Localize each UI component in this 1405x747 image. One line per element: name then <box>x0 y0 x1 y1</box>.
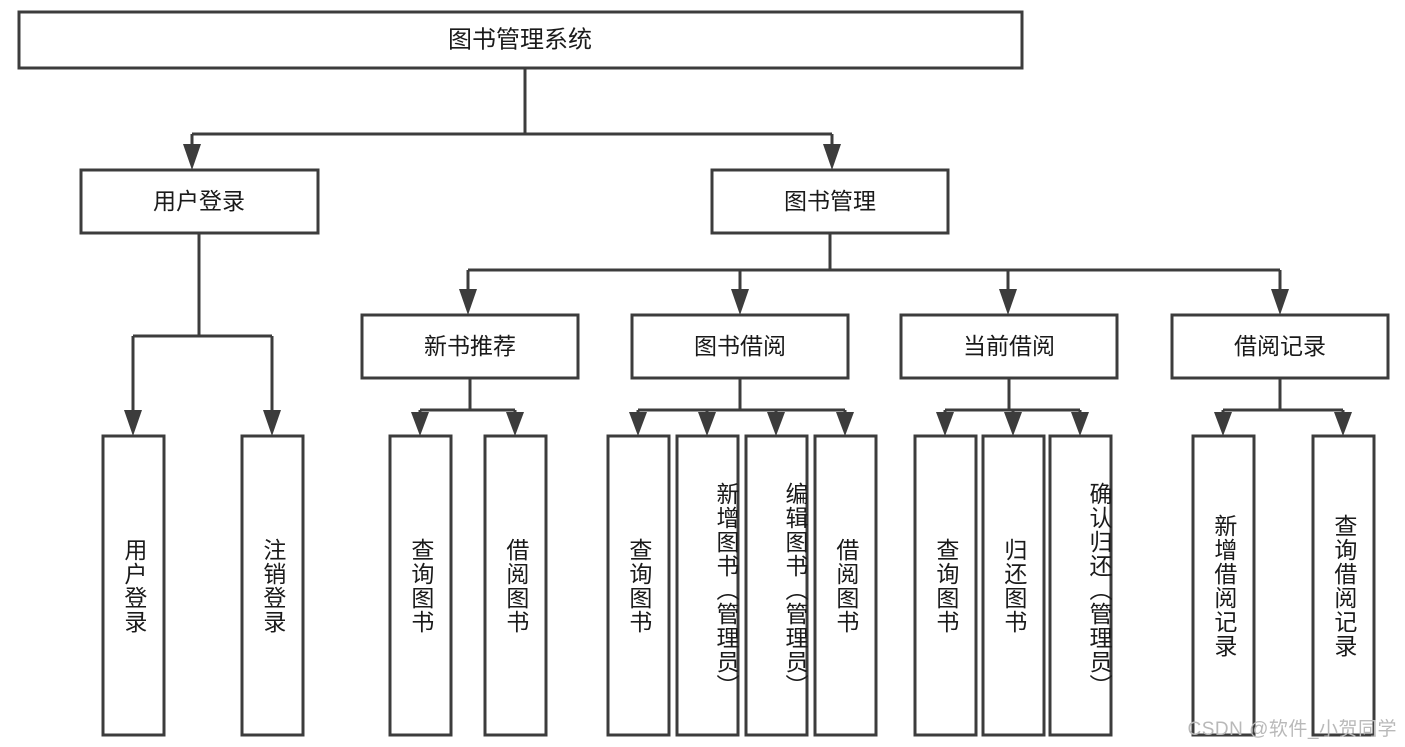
node-new-book-recommend[interactable]: 新书推荐 <box>360 313 580 380</box>
node-new-book-recommend-label: 新书推荐 <box>424 333 516 359</box>
connector-bookborrow-to-leaves <box>629 378 854 436</box>
leaf-bookborrow-query[interactable] <box>606 434 671 737</box>
node-borrow-record-label: 借阅记录 <box>1234 333 1326 359</box>
leaf-user-login-login[interactable] <box>101 434 166 737</box>
leaf-newbook-borrow[interactable] <box>483 434 548 737</box>
node-current-borrow-label: 当前借阅 <box>963 333 1055 359</box>
leaf-newbook-query[interactable] <box>388 434 453 737</box>
leaf-currentborrow-confirm[interactable] <box>1048 434 1113 737</box>
watermark: CSDN @软件_小贺同学 <box>1187 719 1397 740</box>
node-borrow-record[interactable]: 借阅记录 <box>1170 313 1390 380</box>
leaf-bookborrow-edit[interactable] <box>744 434 809 737</box>
node-book-management-label: 图书管理 <box>784 188 876 214</box>
connector-userlogin-to-leaves <box>124 233 281 436</box>
connector-bookmgmt-to-level3 <box>459 233 1289 315</box>
leaf-bookborrow-add[interactable] <box>675 434 740 737</box>
leaf-currentborrow-return[interactable] <box>981 434 1046 737</box>
leaf-user-login-logout[interactable] <box>240 434 305 737</box>
node-current-borrow[interactable]: 当前借阅 <box>899 313 1119 380</box>
connector-borrowrecord-to-leaves <box>1214 378 1352 436</box>
leaf-borrowrecord-query[interactable] <box>1311 434 1376 737</box>
leaf-bookborrow-borrow[interactable] <box>813 434 878 737</box>
leaf-borrowrecord-add[interactable] <box>1191 434 1256 737</box>
node-book-borrow-label: 图书借阅 <box>694 333 786 359</box>
connector-newbook-to-leaves <box>411 378 524 436</box>
connector-currentborrow-to-leaves <box>936 378 1089 436</box>
node-root-system-label: 图书管理系统 <box>448 26 592 53</box>
node-user-login-label: 用户登录 <box>153 188 245 214</box>
node-root-system[interactable]: 图书管理系统 <box>17 10 1024 70</box>
node-book-management[interactable]: 图书管理 <box>710 168 950 235</box>
node-book-borrow[interactable]: 图书借阅 <box>630 313 850 380</box>
leaf-currentborrow-query[interactable] <box>913 434 978 737</box>
node-user-login[interactable]: 用户登录 <box>79 168 320 235</box>
connector-root-to-level2 <box>183 68 841 170</box>
